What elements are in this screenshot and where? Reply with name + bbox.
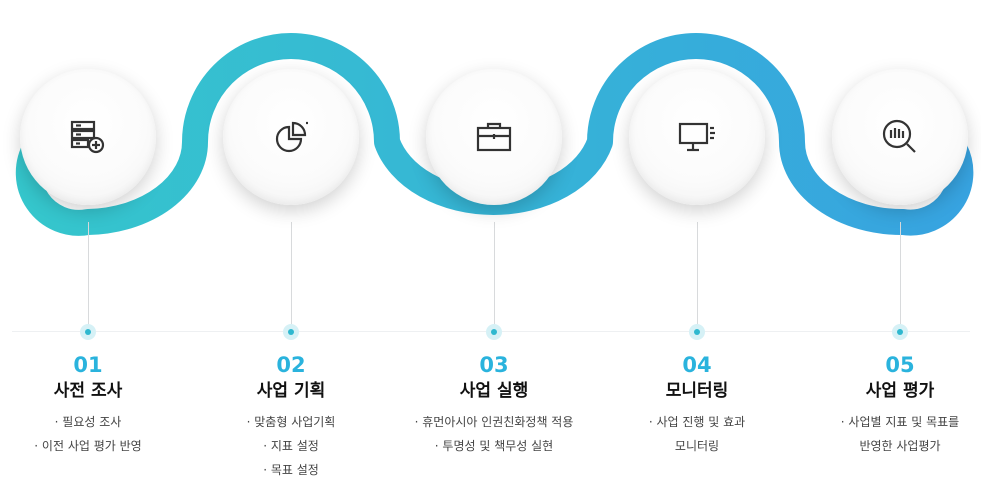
step-2: 02 사업 기획 · 맞춤형 사업기획 · 지표 설정 · 목표 설정 [191,352,391,482]
step-number: 03 [479,353,509,377]
step-item: · 사업 진행 및 효과 [648,415,746,429]
step-2-circle [223,69,359,205]
connector-line [88,222,89,332]
step-4: 04 모니터링 · 사업 진행 및 효과 모니터링 [597,352,797,458]
step-item: · 맞춤형 사업기획 [246,415,336,429]
timeline-dot [486,324,502,340]
connector-line [900,222,901,332]
server-add-icon [70,120,105,154]
connector-line [494,222,495,332]
step-title: 사업 실행 [459,381,529,401]
step-item: · 휴먼아시아 인권친화정책 적용 [414,415,574,429]
step-item: · 필요성 조사 [54,415,122,429]
step-number: 04 [682,353,712,377]
connector-line [697,222,698,332]
step-item: 반영한 사업평가 [859,439,941,453]
briefcase-icon [476,122,512,152]
timeline-dot [80,324,96,340]
step-title: 사업 평가 [865,381,935,401]
search-chart-icon [882,119,916,153]
step-3: 03 사업 실행 · 휴먼아시아 인권친화정책 적용 · 투명성 및 책무성 실… [394,352,594,458]
step-5-circle [832,69,968,205]
step-number: 01 [73,353,103,377]
step-number: 02 [276,353,306,377]
step-5: 05 사업 평가 · 사업별 지표 및 목표를 반영한 사업평가 [800,352,981,458]
pie-chart-icon [275,121,308,153]
step-title: 사업 기획 [256,381,326,401]
step-item: · 지표 설정 [263,439,319,453]
step-item: · 사업별 지표 및 목표를 [840,415,960,429]
monitor-icon [678,122,715,152]
timeline-dot [892,324,908,340]
timeline-dot [283,324,299,340]
step-item: 모니터링 [674,439,720,453]
step-title: 모니터링 [665,381,729,401]
step-1-circle [20,69,156,205]
timeline-dot [689,324,705,340]
step-title: 사전 조사 [53,381,123,401]
connector-line [291,222,292,332]
step-3-circle [426,69,562,205]
step-item: · 이전 사업 평가 반영 [34,439,142,453]
step-item: · 목표 설정 [263,463,319,477]
step-item: · 투명성 및 책무성 실현 [434,439,554,453]
step-1: 01 사전 조사 · 필요성 조사 · 이전 사업 평가 반영 [0,352,188,458]
step-number: 05 [885,353,915,377]
step-4-circle [629,69,765,205]
